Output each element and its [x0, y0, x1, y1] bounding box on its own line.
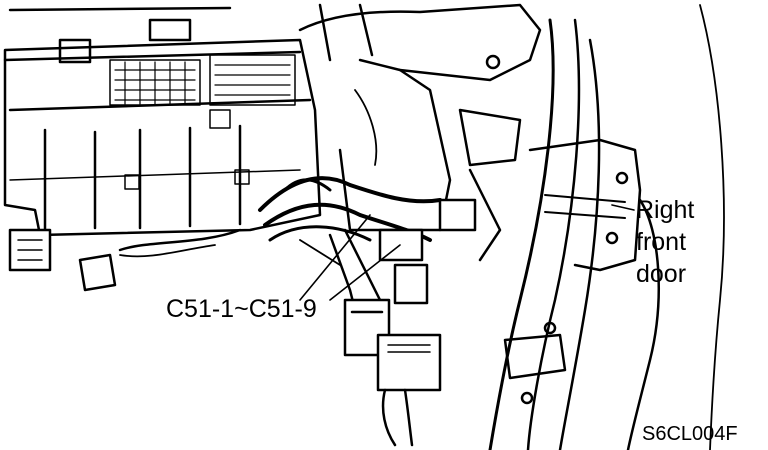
- connector-label: C51-1~C51-9: [166, 295, 317, 323]
- leader-lines: [299, 204, 635, 301]
- door-label: Right front door: [636, 194, 694, 290]
- connectors: [8, 198, 477, 447]
- door-label-line3: door: [636, 260, 687, 288]
- junction-block: [3, 18, 322, 237]
- door-pillar: [488, 4, 725, 450]
- door-label-line2: front: [636, 228, 687, 256]
- door-label-line1: Right: [636, 196, 695, 224]
- figure-code: S6CL004F: [642, 423, 738, 445]
